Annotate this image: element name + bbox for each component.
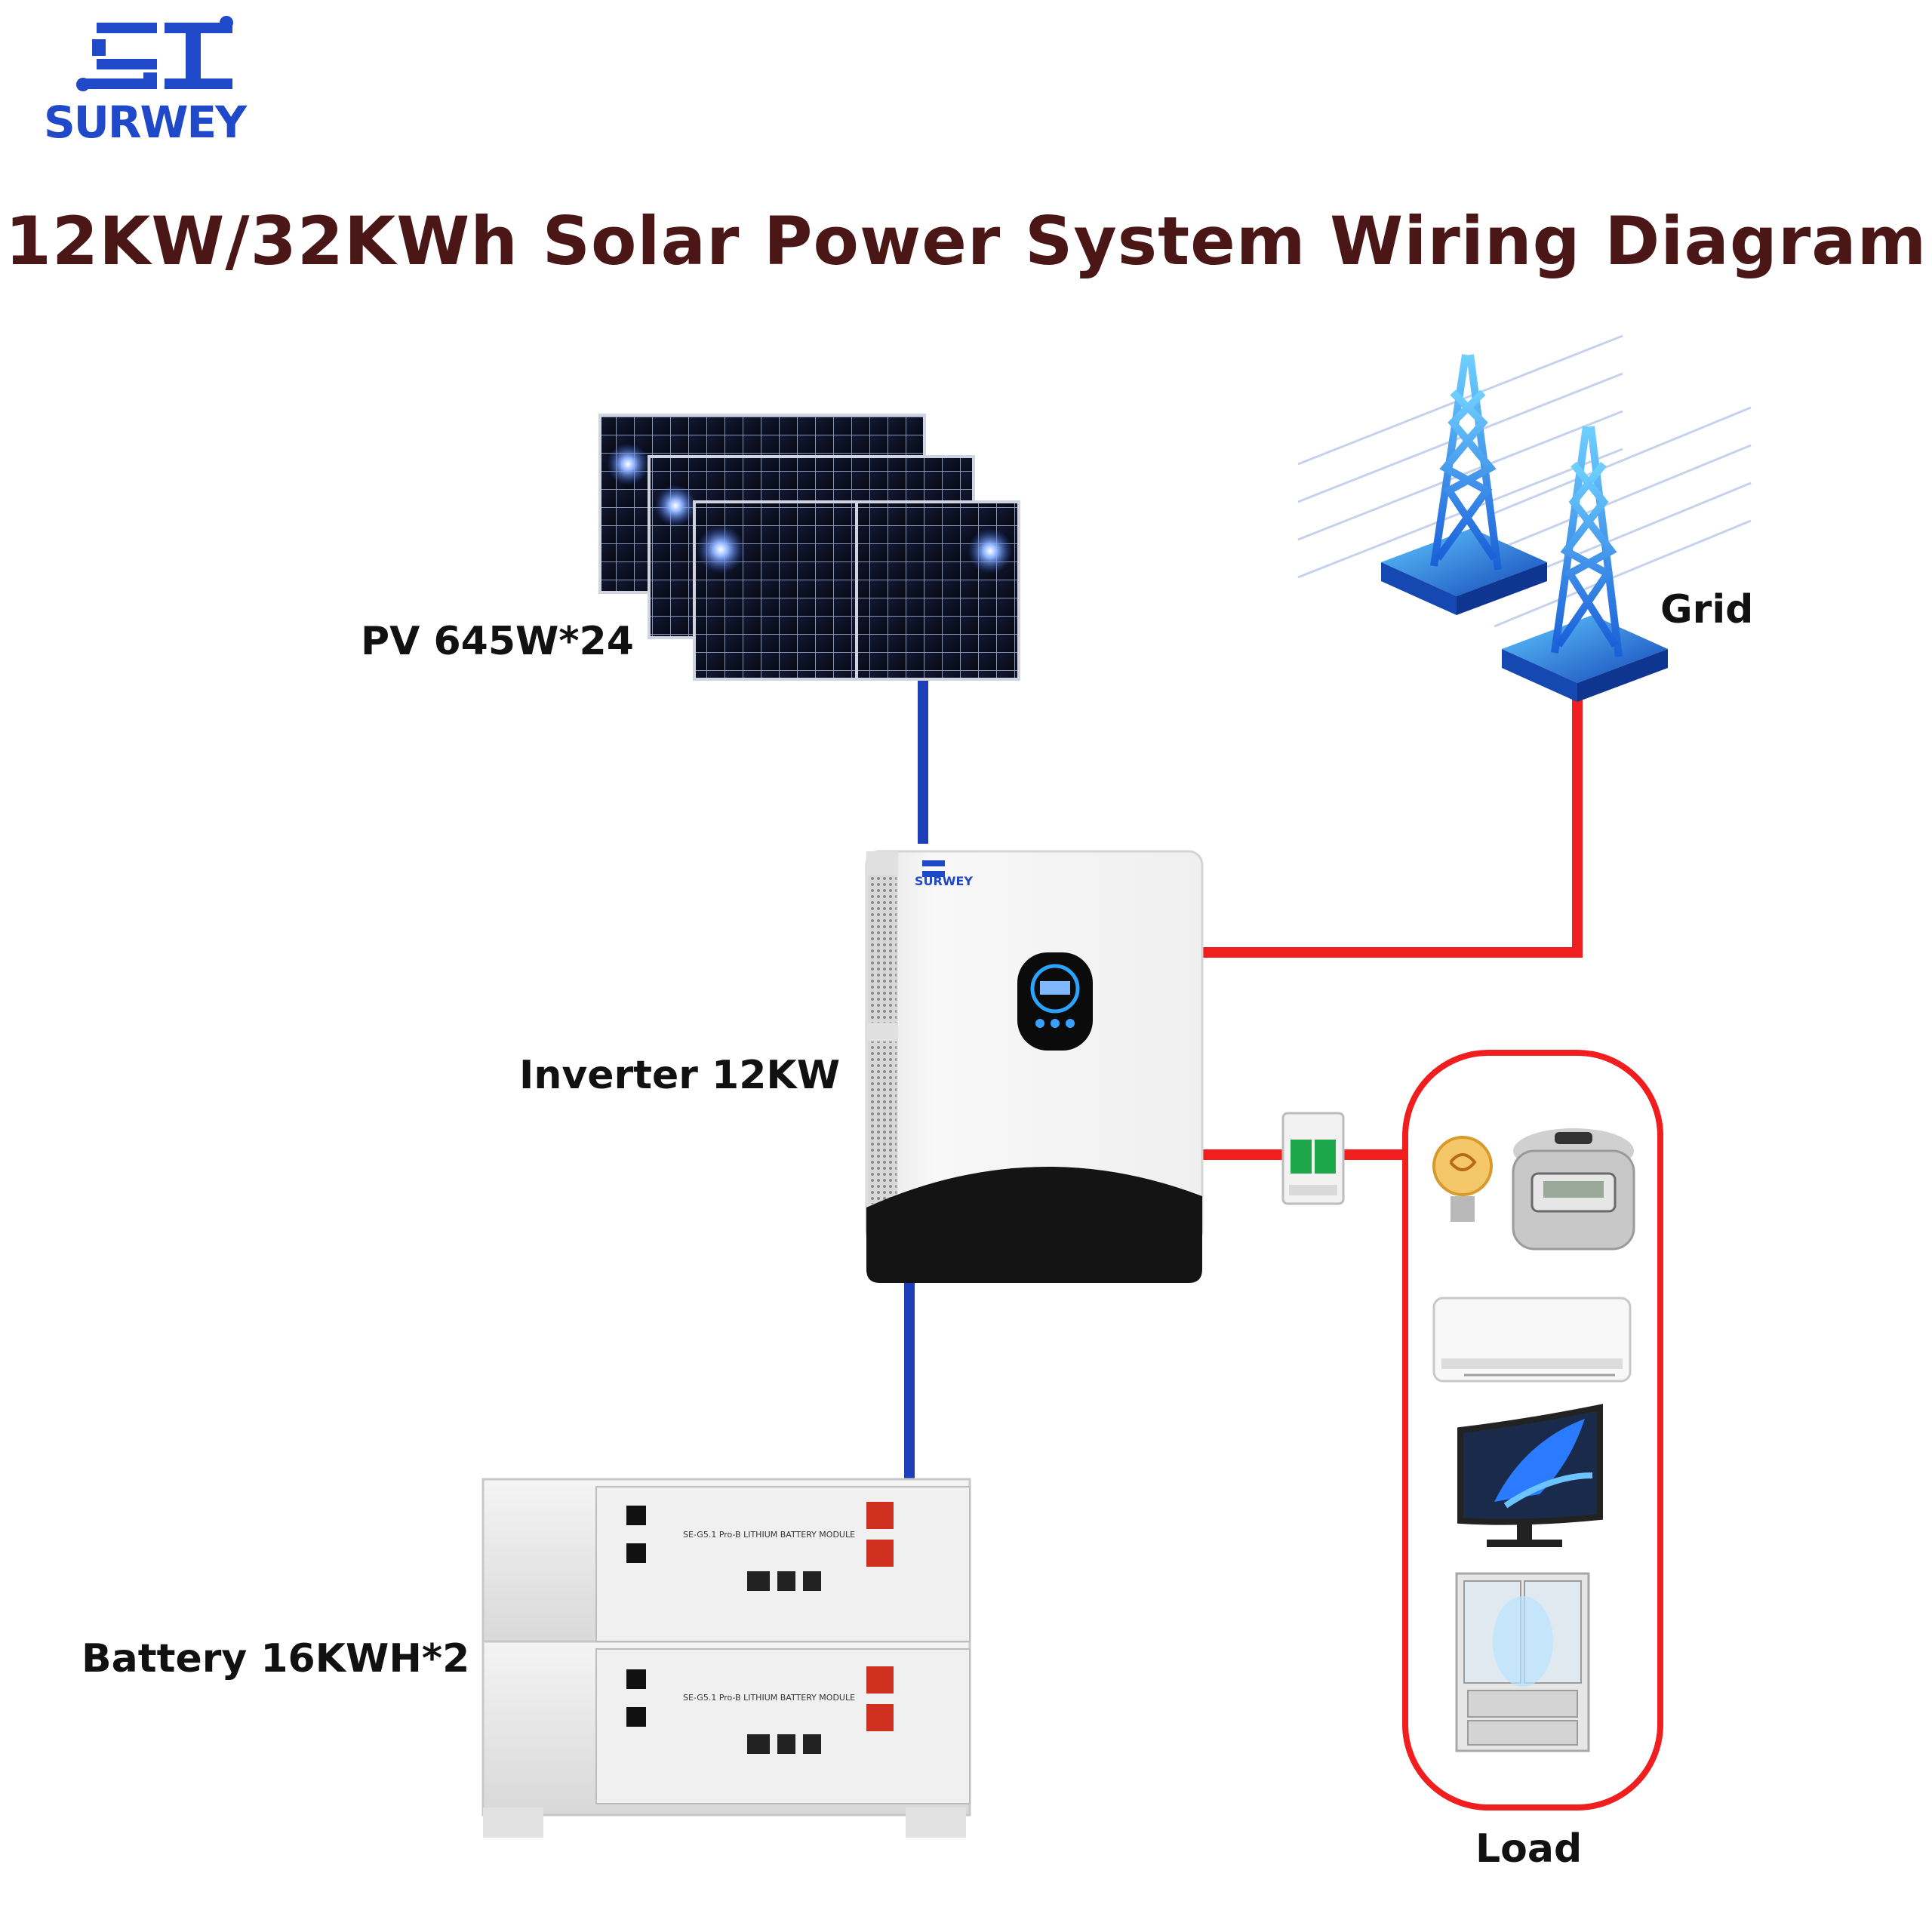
inverter-brand: SURWEY — [915, 874, 973, 888]
pv-label: PV 645W*24 — [361, 619, 634, 664]
surwey-logo-icon — [76, 16, 233, 91]
load-frame — [1402, 1050, 1663, 1810]
brand-name: SURWEY — [44, 97, 247, 148]
battery-module-text-top: SE-G5.1 Pro-B LITHIUM BATTERY MODULE — [683, 1530, 856, 1540]
load-label: Load — [1475, 1826, 1583, 1872]
air-conditioner-icon — [1432, 1297, 1632, 1383]
rice-cooker-icon — [1512, 1128, 1635, 1251]
battery-module-text-bottom: SE-G5.1 Pro-B LITHIUM BATTERY MODULE — [683, 1693, 856, 1703]
inverter-icon — [865, 850, 1204, 1283]
battery-label: Battery 16KWH*2 — [82, 1636, 470, 1681]
monitor-icon — [1457, 1404, 1603, 1547]
battery-icon — [481, 1478, 971, 1838]
page-title: 12KW/32KWh Solar Power System Wiring Dia… — [5, 202, 1927, 280]
refrigerator-icon — [1455, 1572, 1590, 1752]
breaker-icon — [1281, 1112, 1345, 1205]
bulb-icon — [1432, 1136, 1493, 1222]
grid-label: Grid — [1660, 587, 1754, 632]
solar-panel-icon — [598, 414, 1020, 681]
inverter-label: Inverter 12KW — [519, 1053, 841, 1098]
ac-wire-grid — [1200, 694, 1583, 958]
power-tower-icon — [1297, 334, 1752, 702]
